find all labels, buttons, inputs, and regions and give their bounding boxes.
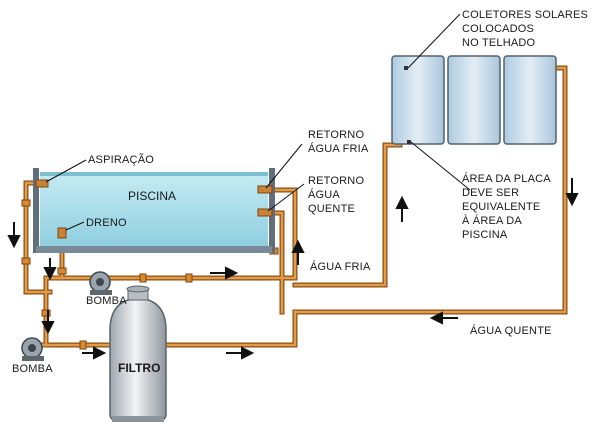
labels: COLETORES SOLARES COLOCADOS NO TELHADO A… <box>12 9 588 375</box>
label-area-2: DEVE SER <box>462 187 519 199</box>
pool <box>33 168 275 253</box>
label-bomba-left: BOMBA <box>12 363 53 375</box>
hot-return-inlet <box>257 208 273 217</box>
label-retorno-quente-2: ÁGUA <box>308 188 340 201</box>
label-retorno-fria-2: ÁGUA FRIA <box>308 142 369 155</box>
arrow-down-left-2 <box>43 258 57 281</box>
label-agua-fria: ÁGUA FRIA <box>310 260 371 273</box>
solar-panel-1 <box>391 55 445 145</box>
flow-arrows <box>7 178 579 360</box>
arrow-right-bottom-2 <box>226 346 255 360</box>
label-filtro: FILTRO <box>118 361 160 375</box>
arrow-down-left <box>7 222 21 249</box>
drain-outlet <box>57 227 67 239</box>
pump-top <box>89 271 112 295</box>
arrow-right-bottom-1 <box>82 346 107 360</box>
label-aspiracao: ASPIRAÇÃO <box>88 153 154 166</box>
solar-collectors <box>391 55 557 145</box>
label-retorno-quente-1: RETORNO <box>308 175 364 187</box>
pump-left <box>21 337 44 361</box>
label-area-1: ÁREA DA PLACA <box>462 172 551 185</box>
label-coletores-2: COLOCADOS <box>462 23 534 35</box>
cold-return-inlet <box>257 185 273 194</box>
label-bomba-top: BOMBA <box>86 295 127 307</box>
label-coletores-1: COLETORES SOLARES <box>462 9 588 21</box>
label-agua-quente: ÁGUA QUENTE <box>470 324 552 337</box>
solar-panel-2 <box>447 55 501 145</box>
label-coletores-3: NO TELHADO <box>462 37 536 49</box>
label-retorno-quente-3: QUENTE <box>308 203 355 215</box>
solar-panel-3 <box>503 55 557 145</box>
label-area-4: À ÁREA DA <box>462 214 522 227</box>
arrow-up-return <box>291 239 305 265</box>
label-area-5: PISCINA <box>462 229 508 241</box>
leader-lines <box>45 13 471 231</box>
arrow-down-hot <box>565 178 579 207</box>
pool-water <box>40 172 268 246</box>
label-area-3: EQUIVALENTE <box>462 201 540 213</box>
label-retorno-fria-1: RETORNO <box>308 129 364 141</box>
arrow-up-collector <box>395 195 409 222</box>
arrow-left-hot <box>429 311 458 325</box>
label-piscina: PISCINA <box>128 189 176 203</box>
label-dreno: DRENO <box>86 217 127 229</box>
arrow-down-pump <box>41 310 55 335</box>
arrow-right-top <box>210 266 239 280</box>
filter-tank <box>109 285 167 422</box>
